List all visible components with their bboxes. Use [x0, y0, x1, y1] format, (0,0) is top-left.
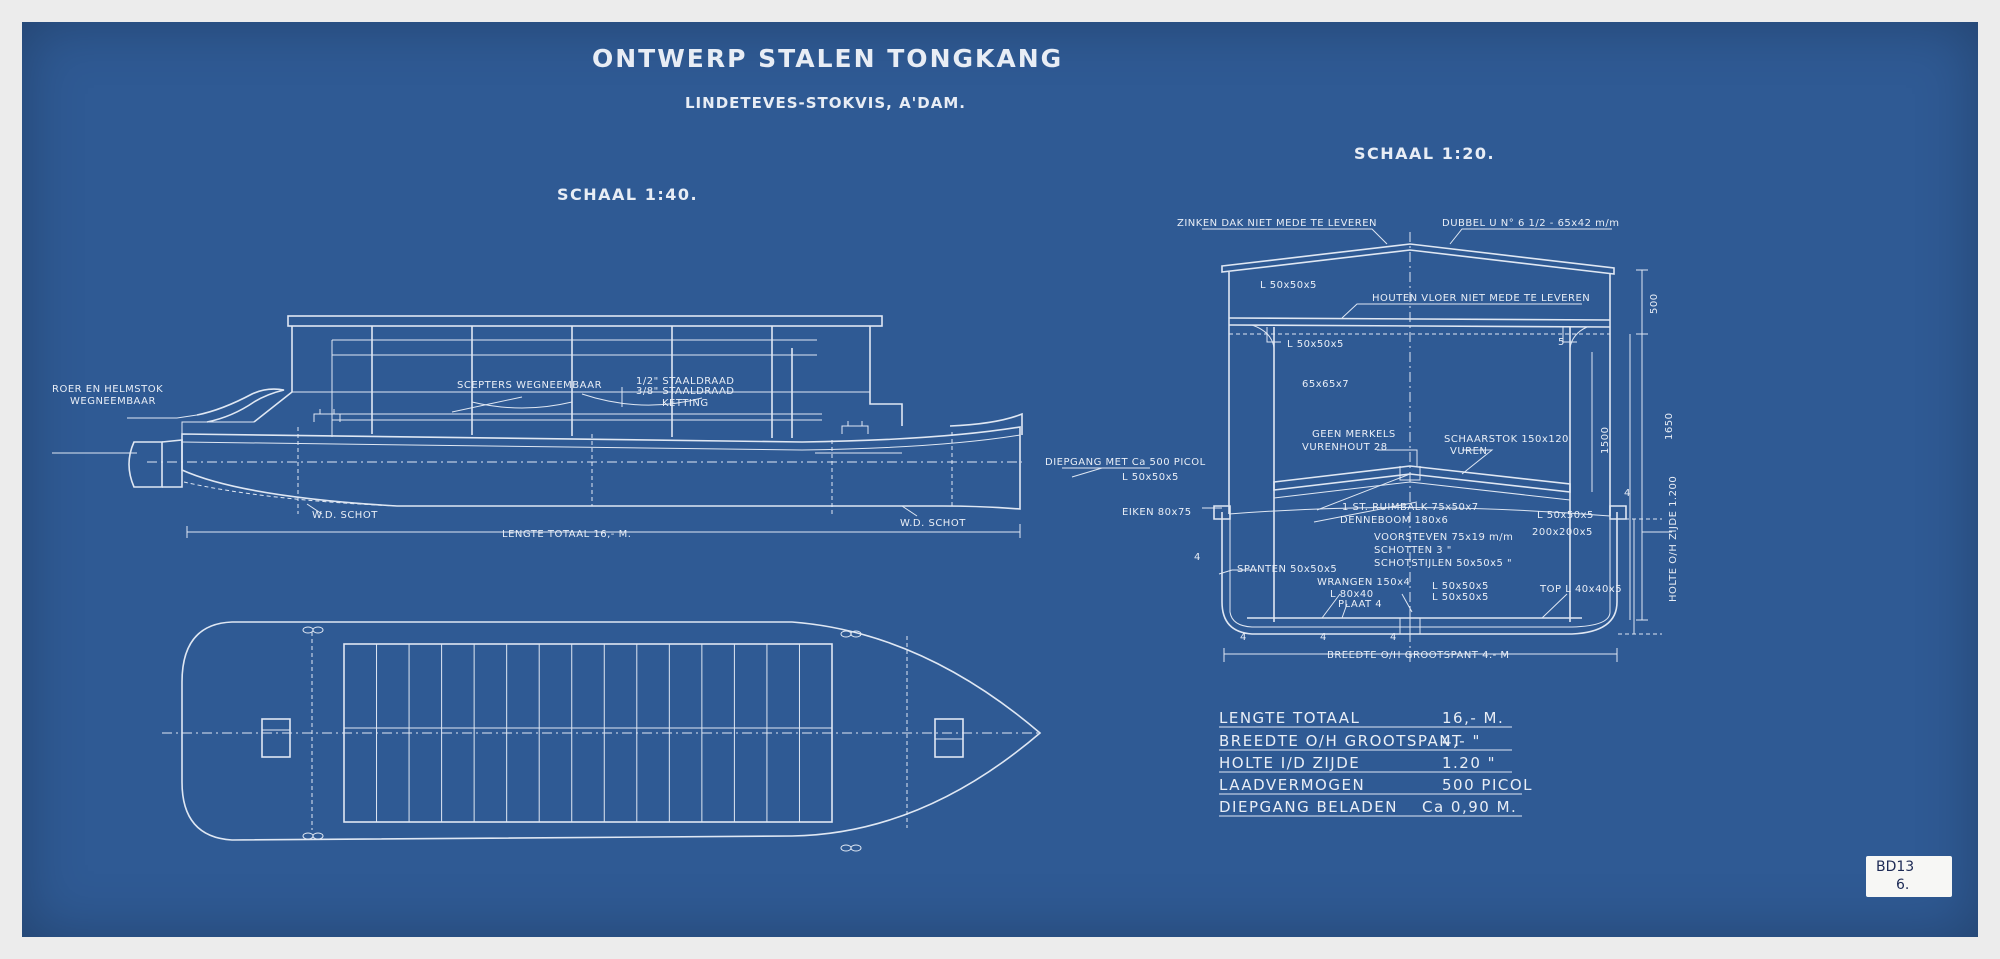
- label-roer-2: WEGNEEMBAAR: [70, 396, 156, 407]
- stamp-line-1: BD13: [1876, 859, 1915, 875]
- label-l200: 200x200x5: [1532, 527, 1593, 538]
- label-schotstijlen: SCHOTSTIJLEN 50x50x5 ": [1374, 558, 1512, 569]
- spec-label: DIEPGANG BELADEN: [1219, 798, 1398, 816]
- num-4c: 4: [1320, 632, 1327, 643]
- blueprint-sheet: ONTWERP STALEN TONGKANG LINDETEVES-STOKV…: [22, 22, 1978, 937]
- label-schotten: SCHOTTEN 3 ": [1374, 545, 1452, 556]
- spec-label: LAADVERMOGEN: [1219, 776, 1365, 794]
- spec-row: HOLTE I/D ZIJDE 1.20 ": [1219, 754, 1512, 773]
- num-4d: 4: [1390, 632, 1397, 643]
- label-l50-b: L 50x50x5: [1287, 339, 1344, 350]
- label-plaat: PLAAT 4: [1338, 599, 1382, 610]
- spec-row: DIEPGANG BELADEN Ca 0,90 M.: [1219, 798, 1522, 817]
- label-top: TOP L 40x40x5: [1539, 584, 1622, 595]
- label-wrangen: WRANGEN 150x4: [1317, 577, 1410, 588]
- spec-row: LAADVERMOGEN 500 PICOL: [1219, 776, 1533, 795]
- archive-stamp: BD13 6.: [1866, 856, 1952, 897]
- label-l50-f: L 50x50x5: [1432, 592, 1489, 603]
- label-voorsteven: VOORSTEVEN 75x19 m/m: [1374, 532, 1513, 543]
- label-spanten: SPANTEN 50x50x5: [1237, 564, 1337, 575]
- num-4b: 4: [1240, 632, 1247, 643]
- specs-table: LENGTE TOTAAL 16,- M. BREEDTE O/H GROOTS…: [1219, 709, 1533, 817]
- spec-label: HOLTE I/D ZIJDE: [1219, 754, 1360, 772]
- spec-value: 1.20 ": [1442, 754, 1496, 772]
- label-breedte: BREEDTE O/H GROOTSPANT 4.- M: [1327, 650, 1510, 661]
- label-staal-1: 1/2" STAALDRAAD: [636, 376, 735, 387]
- label-vuren: VUREN: [1450, 446, 1487, 457]
- dim-1500: 1500: [1600, 427, 1611, 454]
- dim-500: 500: [1649, 293, 1660, 314]
- drawing-subtitle: LINDETEVES-STOKVIS, A'DAM.: [685, 94, 966, 112]
- label-dubbel-u: DUBBEL U N° 6 1/2 - 65x42 m/m: [1442, 218, 1619, 229]
- label-l50-a: L 50x50x5: [1260, 280, 1317, 291]
- label-schaarstok: SCHAARSTOK 150x120: [1444, 434, 1569, 445]
- label-wd-schot-1: W.D. SCHOT: [312, 510, 378, 521]
- label-ketting: KETTING: [662, 398, 709, 409]
- label-l80: L 80x40: [1330, 589, 1374, 600]
- label-zinken-dak: ZINKEN DAK NIET MEDE TE LEVEREN: [1177, 218, 1377, 229]
- label-denneboom: DENNEBOOM 180x6: [1340, 515, 1448, 526]
- spec-value: 16,- M.: [1442, 709, 1504, 727]
- spec-value: 500 PICOL: [1442, 776, 1533, 794]
- num-5: 5: [1558, 337, 1565, 348]
- label-staal-2: 3/8" STAALDRAAD: [636, 386, 735, 397]
- label-geen-merkels: GEEN MERKELS: [1312, 429, 1396, 440]
- label-diepgang: DIEPGANG MET Ca 500 PICOL: [1045, 457, 1206, 468]
- label-lengte-totaal: LENGTE TOTAAL 16,- M.: [502, 529, 631, 540]
- scale-left: SCHAAL 1:40.: [557, 185, 698, 204]
- drawing-title: ONTWERP STALEN TONGKANG: [592, 44, 1063, 73]
- label-l65: 65x65x7: [1302, 379, 1349, 390]
- label-l50-d: L 50x50x5: [1537, 510, 1594, 521]
- label-vurenhout: VURENHOUT 28: [1302, 442, 1388, 453]
- label-ruimbalk: 1 ST. RUIMBALK 75x50x7: [1342, 502, 1479, 513]
- midship-section: ZINKEN DAK NIET MEDE TE LEVEREN DUBBEL U…: [1122, 218, 1679, 662]
- spec-row: BREEDTE O/H GROOTSPANT 4,- ": [1219, 732, 1512, 751]
- spec-label: BREEDTE O/H GROOTSPANT: [1219, 732, 1463, 750]
- num-4a: 4: [1194, 552, 1201, 563]
- label-eiken: EIKEN 80x75: [1122, 507, 1192, 518]
- spec-label: LENGTE TOTAAL: [1219, 709, 1360, 727]
- spec-value: 4,- ": [1442, 732, 1481, 750]
- side-elevation: ROER EN HELMSTOK WEGNEEMBAAR SCEPTERS WE…: [52, 315, 1206, 540]
- label-roer-1: ROER EN HELMSTOK: [52, 384, 163, 395]
- label-l50-e: L 50x50x5: [1432, 581, 1489, 592]
- label-houten-vloer: HOUTEN VLOER NIET MEDE TE LEVEREN: [1372, 293, 1590, 304]
- scale-right: SCHAAL 1:20.: [1354, 144, 1495, 163]
- label-scepters: SCEPTERS WEGNEEMBAAR: [457, 380, 602, 391]
- stamp-line-2: 6.: [1896, 877, 1910, 893]
- blueprint-drawing: ONTWERP STALEN TONGKANG LINDETEVES-STOKV…: [52, 44, 1679, 852]
- label-l50-c: L 50x50x5: [1122, 472, 1179, 483]
- spec-row: LENGTE TOTAAL 16,- M.: [1219, 709, 1512, 728]
- num-4e: 4: [1624, 488, 1631, 499]
- spec-value: Ca 0,90 M.: [1422, 798, 1517, 816]
- plan-view: [162, 621, 1042, 852]
- label-holte: HOLTE O/H ZIJDE 1.200: [1668, 476, 1679, 602]
- label-wd-schot-2: W.D. SCHOT: [900, 518, 966, 529]
- dim-1650: 1650: [1664, 413, 1675, 440]
